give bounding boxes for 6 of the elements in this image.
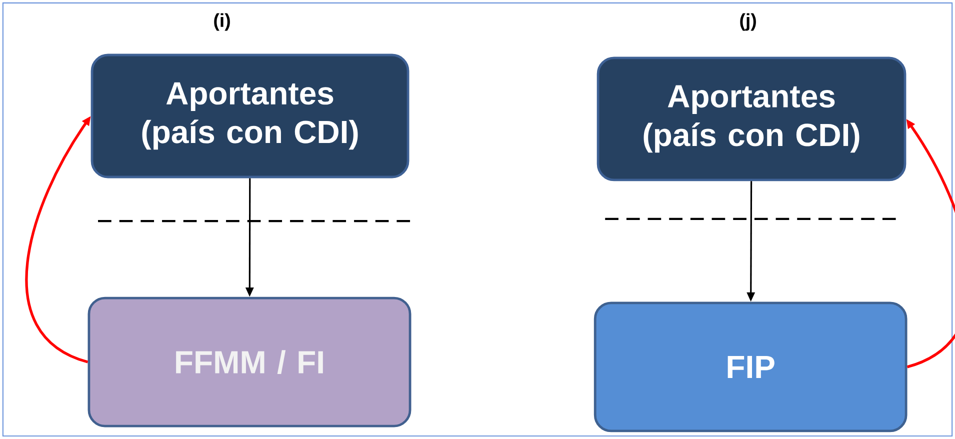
process-box: FFMM / FI bbox=[88, 296, 412, 428]
panel-label: (i) bbox=[214, 13, 230, 31]
process-box: Aportantes (país con CDI) bbox=[90, 54, 410, 178]
panel-label: (j) bbox=[740, 13, 756, 31]
process-box: Aportantes (país con CDI) bbox=[596, 56, 906, 182]
process-box: FIP bbox=[594, 302, 908, 432]
